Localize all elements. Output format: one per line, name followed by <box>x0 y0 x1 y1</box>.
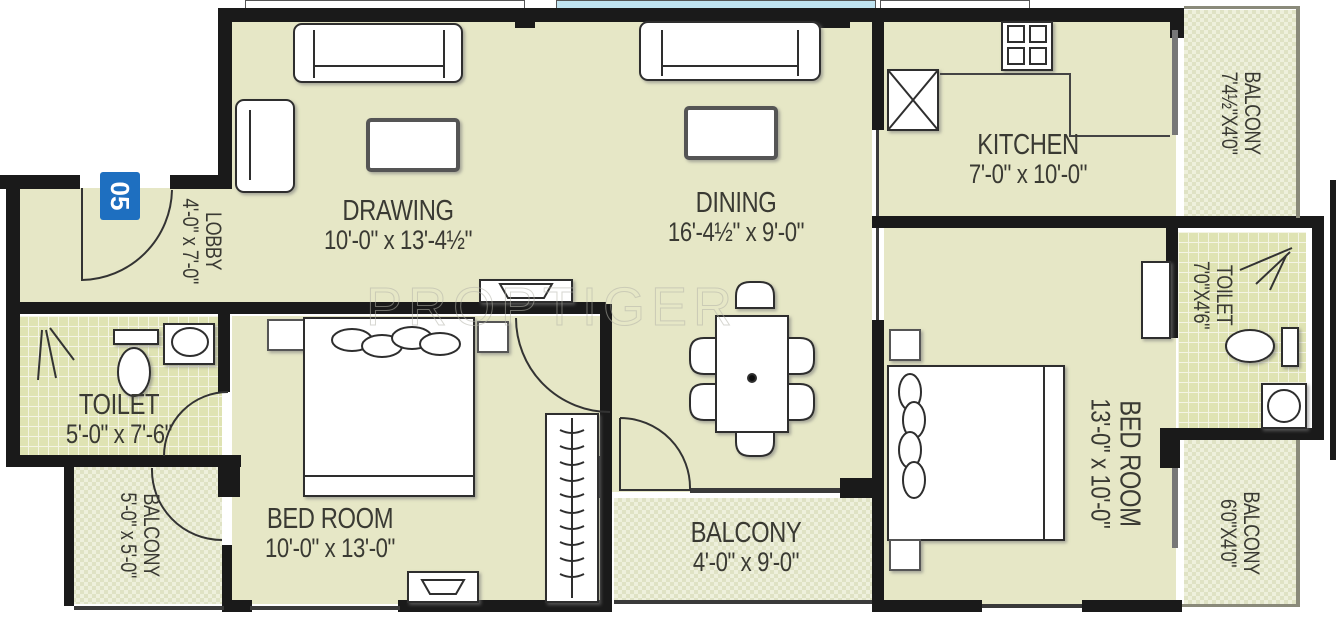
room-name: BED ROOM <box>266 503 394 535</box>
room-dimensions: 10'-0" x 13'-0" <box>264 533 396 564</box>
wall <box>6 455 241 467</box>
balcony-railing <box>1296 8 1300 218</box>
wall <box>872 216 1324 228</box>
wall-thin <box>1172 468 1178 548</box>
room-dimensions: 16'-4½" x 9'-0" <box>667 217 805 248</box>
wall <box>218 8 1183 22</box>
wall <box>840 478 876 498</box>
window-sill <box>614 600 872 604</box>
room-label-balcony-kitchen: BALCONY 7'4½"X4'0" <box>1217 8 1266 218</box>
wall <box>6 302 606 314</box>
wall <box>1330 180 1336 460</box>
window-sill <box>250 606 400 610</box>
room-label-kitchen: KITCHEN 7'-0" x 10'-0" <box>918 130 1138 189</box>
drawing-room-floor <box>232 22 622 304</box>
wall <box>872 600 982 612</box>
wall <box>592 456 612 498</box>
wall <box>1166 228 1178 338</box>
room-label-balcony-center: BALCONY 4'-0" x 9'-0" <box>636 518 856 577</box>
room-label-toilet-left: TOILET 5'-0" x 7'-6" <box>14 390 224 449</box>
room-dimensions: 7'4½"X4'0" <box>1217 71 1242 155</box>
room-label-balcony-left: BALCONY 5'-0" x 5'-0" <box>116 447 165 623</box>
room-name: DINING <box>695 187 777 219</box>
wall <box>872 15 884 130</box>
wall <box>0 175 80 189</box>
room-label-bedroom-left: BED ROOM 10'-0" x 13'-0" <box>220 504 440 563</box>
balcony-railing <box>1296 440 1300 606</box>
room-name: DRAWING <box>342 195 454 227</box>
room-label-lobby: LOBBY 4'-0" x 7'-0" <box>178 171 227 311</box>
balcony-right-floor <box>1184 440 1298 604</box>
wall <box>1160 428 1180 468</box>
window-sill <box>690 488 850 493</box>
room-label-dining: DINING 16'-4½" x 9'-0" <box>626 188 846 247</box>
room-name: BALCONY <box>139 493 165 577</box>
dining-floor <box>600 22 872 492</box>
wall <box>218 455 240 497</box>
wall <box>1160 428 1324 440</box>
room-name: TOILET <box>78 389 160 421</box>
balcony-railing <box>1182 604 1300 607</box>
room-name: BALCONY <box>690 517 802 549</box>
room-label-balcony-right: BALCONY 6'0"X4'0" <box>1216 443 1265 623</box>
wall <box>64 466 74 606</box>
unit-number-badge: 05 <box>100 172 140 220</box>
room-name: BED ROOM <box>1113 400 1146 527</box>
room-label-bedroom-right: BED ROOM 13'-0" x 10'-0" <box>1084 348 1146 578</box>
room-dimensions: 4'-0" x 9'-0" <box>692 547 800 578</box>
room-dimensions: 4'-0" x 7'-0" <box>178 198 203 284</box>
room-name: KITCHEN <box>977 129 1079 161</box>
room-dimensions: 5'-0" x 7'-6" <box>65 419 173 450</box>
wall <box>222 545 232 607</box>
wall-thin <box>1172 30 1178 135</box>
room-label-toilet-right: TOILET 7'0"X4'6" <box>1189 230 1238 360</box>
room-name: BALCONY <box>1239 491 1265 575</box>
room-dimensions: 5'-0" x 5'-0" <box>116 492 141 578</box>
balcony-railing <box>1184 6 1300 9</box>
room-dimensions: 7'-0" x 10'-0" <box>968 159 1088 190</box>
wall <box>810 8 850 28</box>
wall <box>218 8 232 188</box>
wall <box>398 600 608 612</box>
room-name: LOBBY <box>201 212 227 271</box>
wall <box>1082 600 1182 612</box>
room-label-drawing: DRAWING 10'-0" x 13'-4½" <box>288 196 508 255</box>
wall <box>515 8 535 28</box>
watermark: PROPTIGER <box>365 277 739 338</box>
room-name: BALCONY <box>1240 71 1266 155</box>
wall <box>222 600 252 612</box>
room-dimensions: 10'-0" x 13'-4½" <box>323 225 473 256</box>
room-dimensions: 13'-0" x 10'-0" <box>1084 398 1115 529</box>
window-sill <box>982 604 1082 608</box>
wall <box>218 314 230 392</box>
room-name: TOILET <box>1212 264 1238 326</box>
room-dimensions: 7'0"X4'6" <box>1189 260 1214 330</box>
wall <box>872 320 884 610</box>
balcony-center-floor <box>614 498 872 604</box>
wall <box>6 175 20 465</box>
balcony-kitchen-floor <box>1184 10 1298 218</box>
wall <box>170 175 232 189</box>
wall <box>1312 216 1324 436</box>
window-sill <box>74 606 224 610</box>
room-dimensions: 6'0"X4'0" <box>1216 498 1241 568</box>
